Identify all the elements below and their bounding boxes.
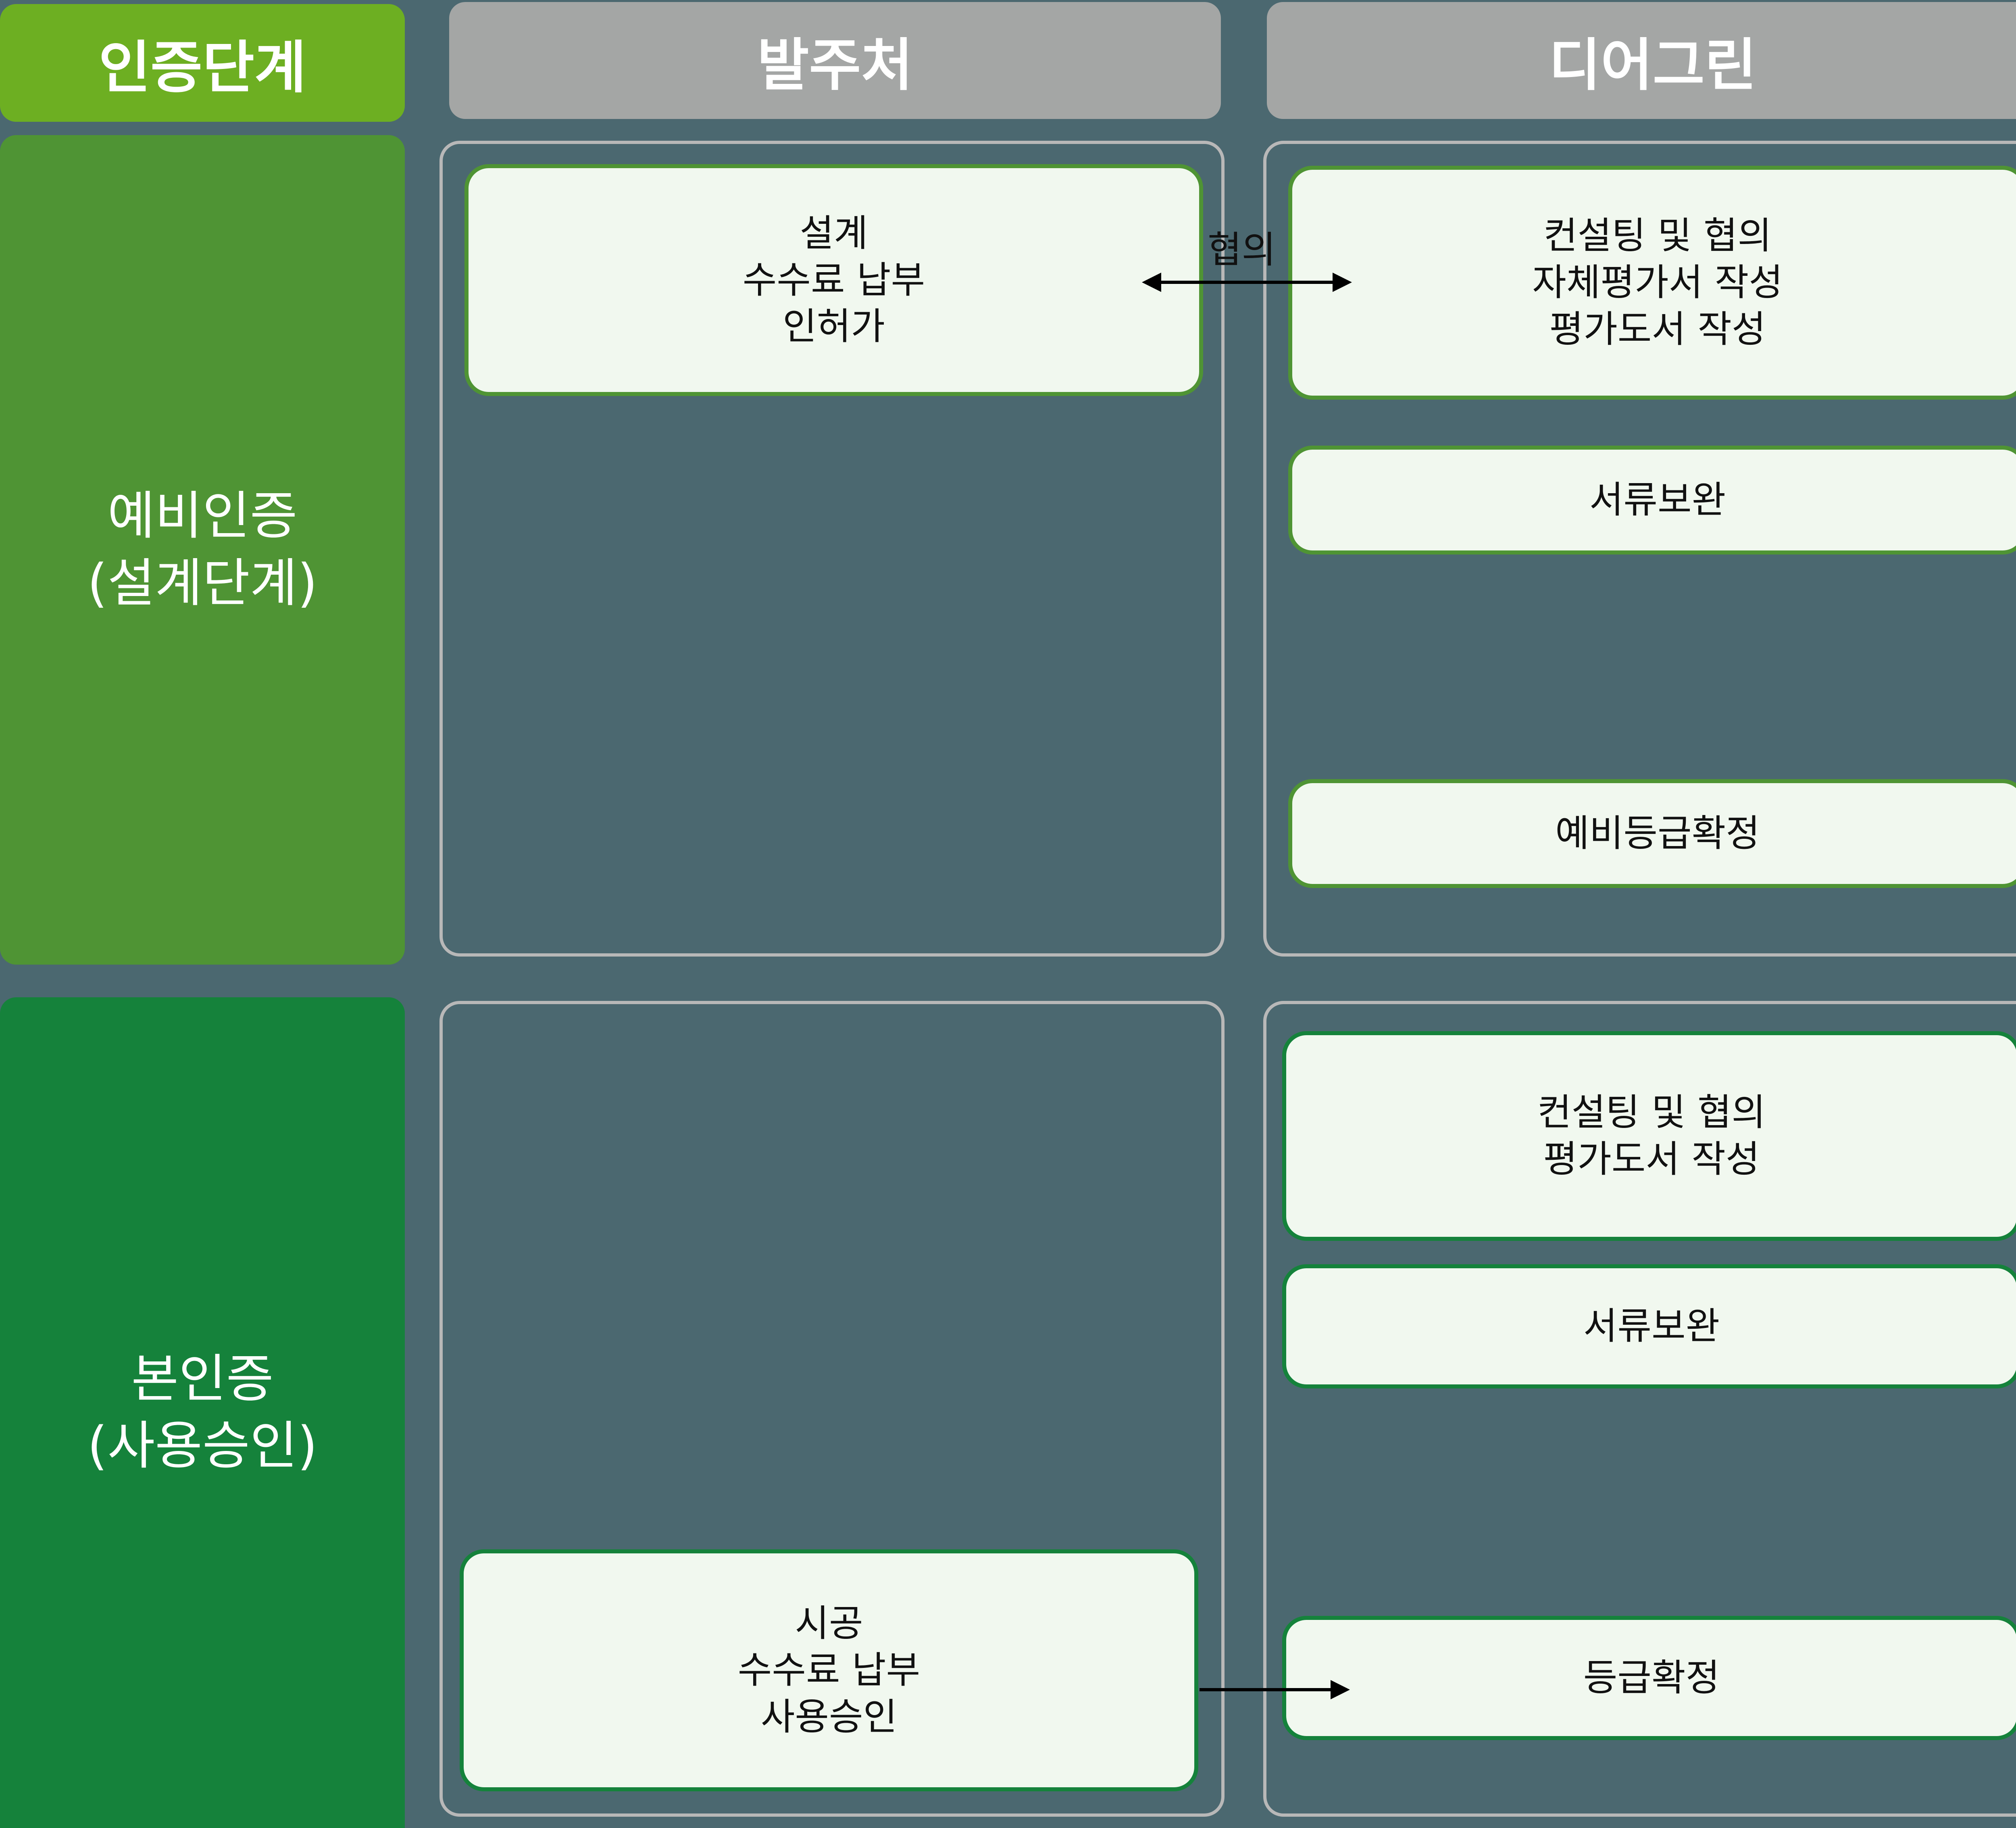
client-construction-box: 시공 수수료 납부 사용승인 <box>460 1549 1198 1791</box>
company-prelim-grade-text: 예비등급확정 <box>1555 812 1760 855</box>
header-stage: 인증단계 <box>0 4 405 122</box>
company-main-grade-box: 등급확정 <box>1282 1616 2016 1740</box>
stage-main: 본인증 (사용승인) <box>0 997 405 1828</box>
stage-preliminary: 예비인증 (설계단계) <box>0 135 405 965</box>
stage-preliminary-label: 예비인증 (설계단계) <box>87 486 318 613</box>
stage-main-label: 본인증 (사용승인) <box>87 1349 318 1476</box>
company-prelim-grade-box: 예비등급확정 <box>1288 779 2016 888</box>
client-design-box: 설계 수수료 납부 인허가 <box>464 164 1203 396</box>
header-client-label: 발주처 <box>757 33 913 98</box>
company-consulting-box: 컨설팅 및 협의 자체평가서 작성 평가도서 작성 <box>1288 166 2016 400</box>
lane-company-preliminary <box>1263 141 2016 957</box>
label-consult: 협의 <box>1208 228 1276 271</box>
company-supplement-text: 서류보완 <box>1589 478 1726 522</box>
company-main-grade-text: 등급확정 <box>1583 1656 1720 1700</box>
lane-client-main <box>439 1001 1225 1817</box>
lane-client-preliminary <box>439 141 1225 957</box>
company-main-consulting-text: 컨설팅 및 협의 평가도서 작성 <box>1537 1091 1766 1181</box>
company-main-supplement-box: 서류보완 <box>1282 1264 2016 1388</box>
header-client: 발주처 <box>449 2 1221 119</box>
company-consulting-text: 컨설팅 및 협의 자체평가서 작성 평가도서 작성 <box>1532 214 1783 351</box>
company-main-supplement-text: 서류보완 <box>1583 1305 1720 1348</box>
company-supplement-box: 서류보완 <box>1288 446 2016 554</box>
client-construction-text: 시공 수수료 납부 사용승인 <box>737 1602 921 1738</box>
client-design-text: 설계 수수료 납부 인허가 <box>742 211 925 348</box>
header-company-label: 디어그린 <box>1549 33 1757 98</box>
header-company: 디어그린 <box>1267 2 2016 119</box>
header-stage-label: 인증단계 <box>98 35 306 101</box>
company-main-consulting-box: 컨설팅 및 협의 평가도서 작성 <box>1282 1031 2016 1241</box>
lane-company-main <box>1263 1001 2016 1817</box>
